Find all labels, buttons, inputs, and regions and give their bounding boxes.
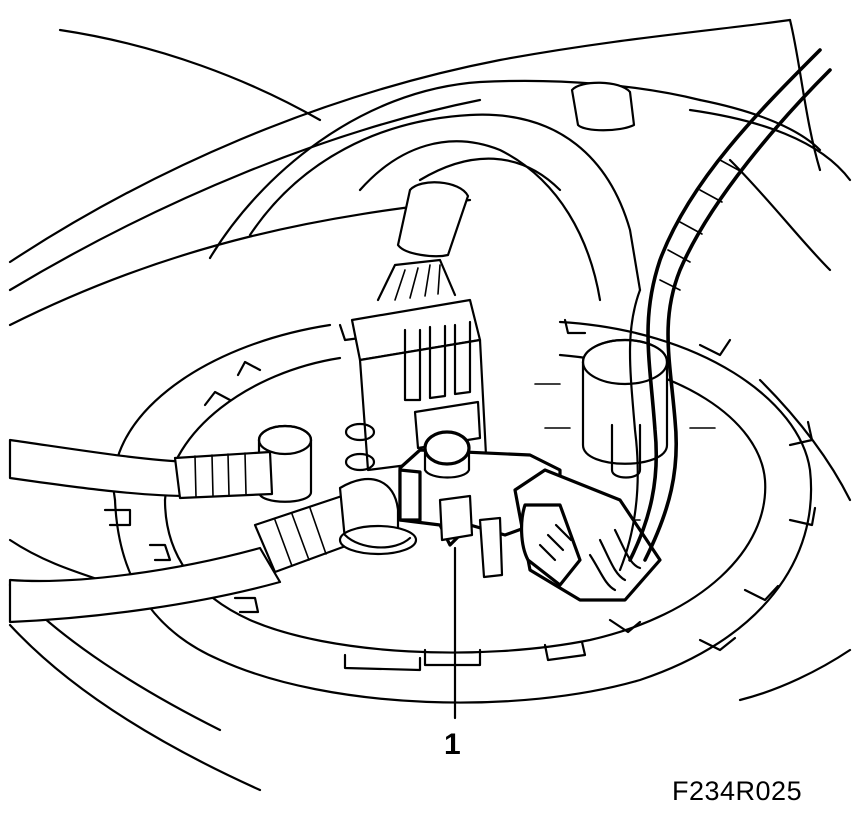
upper-hoses <box>208 79 822 302</box>
pump-flange-ring <box>103 318 817 704</box>
callout-1-label: 1 <box>444 728 461 761</box>
fuel-outlet-post <box>581 338 669 479</box>
figure-code: F234R025 <box>672 776 803 806</box>
background-body-lines <box>8 18 852 792</box>
sender-connector <box>513 468 662 602</box>
fuel-hoses <box>8 438 418 624</box>
wiring-harness <box>618 48 832 572</box>
